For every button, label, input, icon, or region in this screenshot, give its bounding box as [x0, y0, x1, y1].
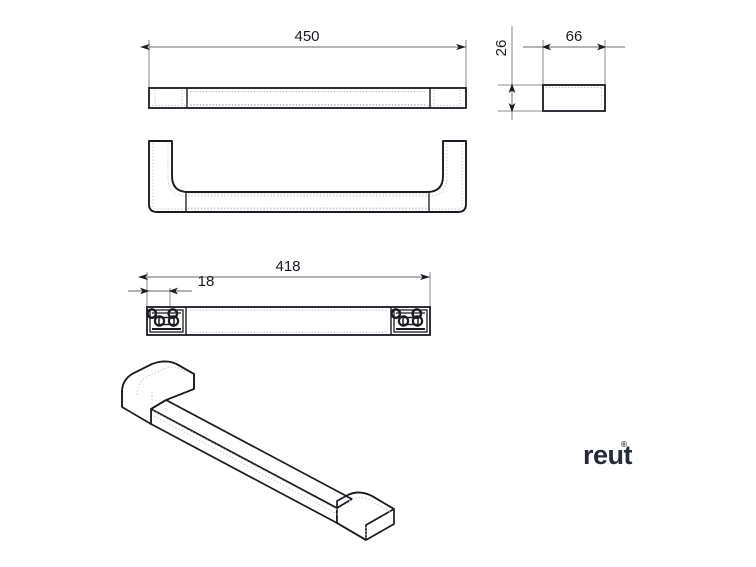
- iso-bar-top-face: [149, 399, 354, 509]
- iso-bar-front-face: [150, 407, 338, 525]
- brand-logo-registered-mark: ®: [621, 440, 627, 449]
- top-view-body: [148, 87, 467, 109]
- section-view: 66 26: [493, 26, 625, 120]
- dimension-18-label: 18: [198, 273, 215, 290]
- mounting-bracket-left: [146, 308, 184, 333]
- dimension-66: 66: [523, 28, 625, 51]
- dimension-450-label: 450: [294, 28, 319, 45]
- rear-view: 418 18: [128, 258, 431, 336]
- iso-hidden-lines: [136, 366, 391, 538]
- profile-view: [148, 140, 467, 213]
- top-view-extension-lines: [148, 40, 467, 92]
- rear-view-extension-lines: [146, 272, 431, 312]
- isometric-view: [121, 360, 395, 541]
- dimension-418: 418: [138, 258, 430, 281]
- iso-right-cap-edges: [336, 491, 395, 540]
- dimension-418-label: 418: [275, 258, 300, 275]
- profile-outline: [148, 140, 467, 213]
- iso-left-cap-edges: [121, 360, 195, 410]
- profile-hidden-lines: [152, 143, 463, 210]
- dimension-26: 26: [493, 40, 516, 113]
- dimension-18: 18: [128, 273, 215, 295]
- top-view: 450: [140, 28, 467, 109]
- mounting-bracket-right: [390, 308, 428, 333]
- section-view-body: [542, 84, 606, 112]
- dimension-66-label: 66: [566, 28, 583, 45]
- brand-logo-text: reut: [583, 440, 633, 470]
- iso-right-cap-bottom: [336, 522, 367, 541]
- brand-logo: reut ®: [583, 440, 633, 470]
- dimension-450: 450: [140, 28, 466, 51]
- rear-view-body: [146, 306, 431, 336]
- dimension-26-label: 26: [493, 40, 510, 57]
